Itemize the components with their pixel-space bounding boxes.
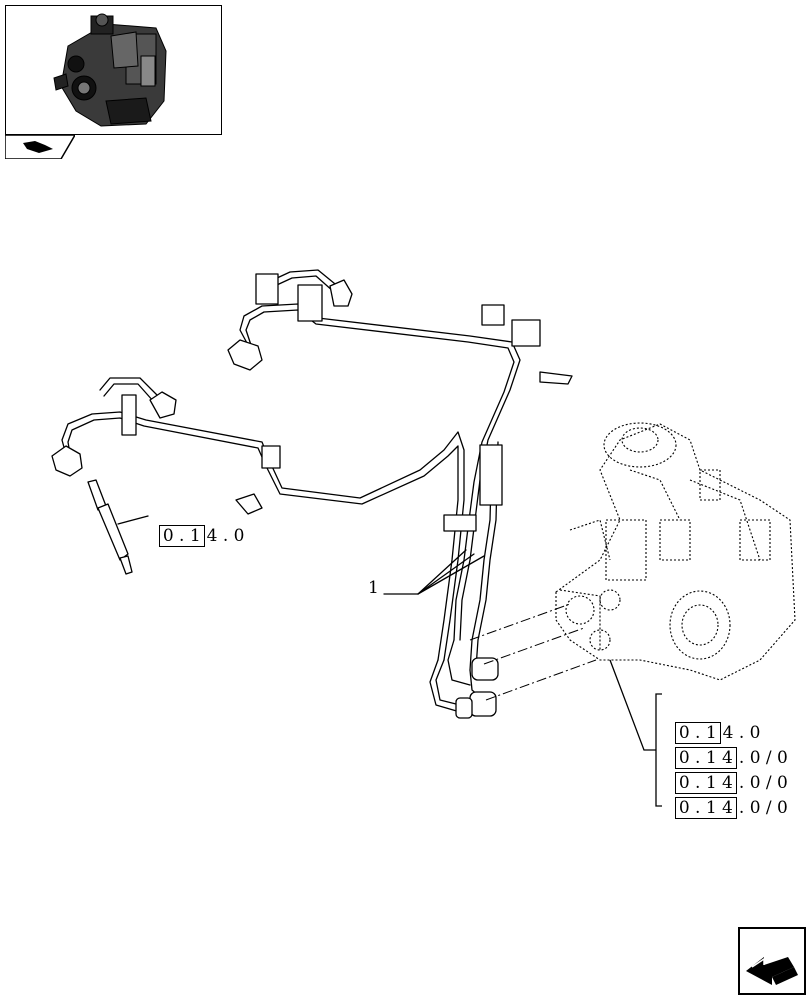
ref-suffix: . 0 / 0	[738, 798, 788, 818]
ref-suffix: 4 . 0	[722, 723, 761, 743]
back-arrow-icon	[738, 927, 806, 995]
pump-ref-link-3[interactable]: 0 . 1 4. 0 / 0	[664, 752, 788, 794]
pump-ref-link-2[interactable]: 0 . 1 4. 0 / 0	[664, 727, 788, 769]
engine-thumbnail-image	[53, 13, 167, 127]
ref-suffix: . 0 / 0	[738, 773, 788, 793]
callout-1: 1	[368, 578, 379, 598]
engine-thumbnail[interactable]	[5, 5, 222, 135]
ref-suffix: . 0 / 0	[738, 748, 788, 768]
ref-box: 0 . 1	[158, 525, 205, 547]
ref-box: 0 . 1	[674, 722, 721, 744]
ref-suffix: 4 . 0	[206, 526, 245, 546]
ref-box: 0 . 1 4	[674, 772, 737, 794]
ref-box: 0 . 1 4	[674, 747, 737, 769]
wrench-icon	[23, 141, 53, 153]
thumbnail-tab	[4, 134, 77, 160]
ref-box: 0 . 1 4	[674, 797, 737, 819]
pump-ref-link-4[interactable]: 0 . 1 4. 0 / 0	[664, 777, 788, 819]
back-button[interactable]	[738, 927, 806, 995]
